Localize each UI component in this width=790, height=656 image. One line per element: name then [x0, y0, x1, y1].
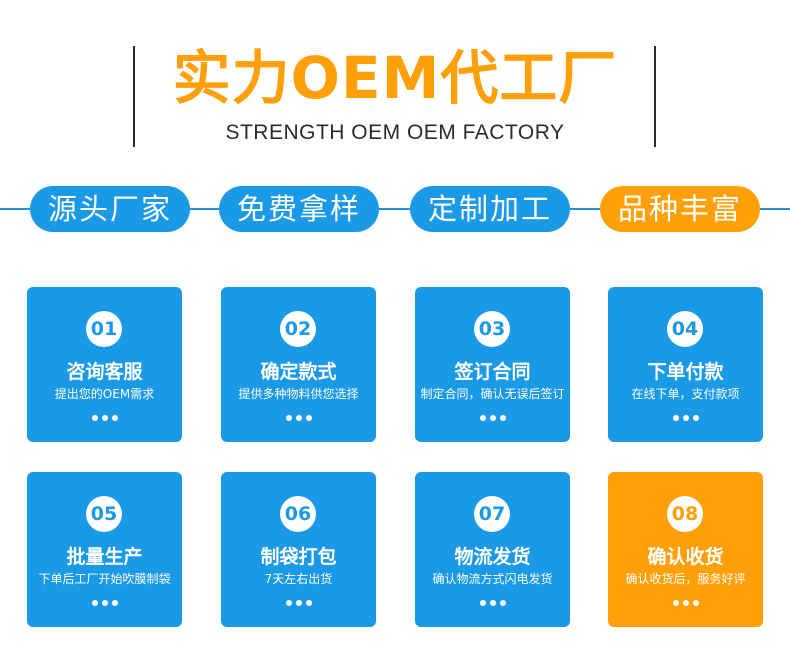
page-title: 实力OEM代工厂 [172, 44, 618, 112]
step-card-05: 05 批量生产 下单后工厂开始吹膜制袋 [27, 472, 182, 627]
step-title: 确定款式 [260, 361, 337, 383]
step-description: 在线下单，支付款项 [631, 387, 740, 401]
step-number-badge: 06 [280, 496, 316, 532]
ellipsis-dots-icon [27, 415, 182, 421]
step-number-badge: 04 [667, 311, 703, 347]
step-card-03: 03 签订合同 制定合同，确认无误后签订 [415, 287, 570, 442]
feature-pill-free-sample: 免费拿样 [219, 186, 379, 232]
step-title: 签订合同 [454, 361, 531, 383]
step-number-badge: 03 [474, 311, 510, 347]
feature-pill-source-factory: 源头厂家 [30, 186, 190, 232]
ellipsis-dots-icon [221, 600, 376, 606]
step-description: 7天左右出货 [264, 572, 333, 586]
step-description: 提出您的OEM需求 [54, 387, 155, 401]
ellipsis-dots-icon [27, 600, 182, 606]
step-description: 确认物流方式闪电发货 [432, 572, 553, 586]
header-divider-left [133, 46, 135, 147]
ellipsis-dots-icon [608, 600, 763, 606]
step-number-badge: 05 [86, 496, 122, 532]
step-description: 制定合同，确认无误后签订 [420, 387, 565, 401]
step-card-06: 06 制袋打包 7天左右出货 [221, 472, 376, 627]
step-number-badge: 01 [86, 311, 122, 347]
step-card-02: 02 确定款式 提供多种物料供您选择 [221, 287, 376, 442]
feature-connector-line [0, 208, 790, 210]
step-number-badge: 07 [474, 496, 510, 532]
step-number-badge: 08 [667, 496, 703, 532]
ellipsis-dots-icon [415, 600, 570, 606]
step-card-04: 04 下单付款 在线下单，支付款项 [608, 287, 763, 442]
step-description: 下单后工厂开始吹膜制袋 [38, 572, 171, 586]
ellipsis-dots-icon [608, 415, 763, 421]
page-subtitle: STRENGTH OEM OEM FACTORY [225, 121, 565, 144]
step-title: 下单付款 [647, 361, 724, 383]
step-card-08: 08 确认收货 确认收货后，服务好评 [608, 472, 763, 627]
step-description: 确认收货后，服务好评 [625, 572, 746, 586]
header-divider-right [654, 46, 656, 147]
step-title: 物流发货 [454, 546, 531, 568]
step-title: 批量生产 [66, 546, 143, 568]
ellipsis-dots-icon [221, 415, 376, 421]
ellipsis-dots-icon [415, 415, 570, 421]
step-title: 制袋打包 [260, 546, 337, 568]
feature-pill-custom-processing: 定制加工 [410, 186, 570, 232]
step-card-07: 07 物流发货 确认物流方式闪电发货 [415, 472, 570, 627]
step-card-01: 01 咨询客服 提出您的OEM需求 [27, 287, 182, 442]
step-number-badge: 02 [280, 311, 316, 347]
step-title: 咨询客服 [66, 361, 143, 383]
step-description: 提供多种物料供您选择 [238, 387, 359, 401]
step-title: 确认收货 [647, 546, 724, 568]
feature-pill-rich-variety: 品种丰富 [600, 186, 760, 232]
